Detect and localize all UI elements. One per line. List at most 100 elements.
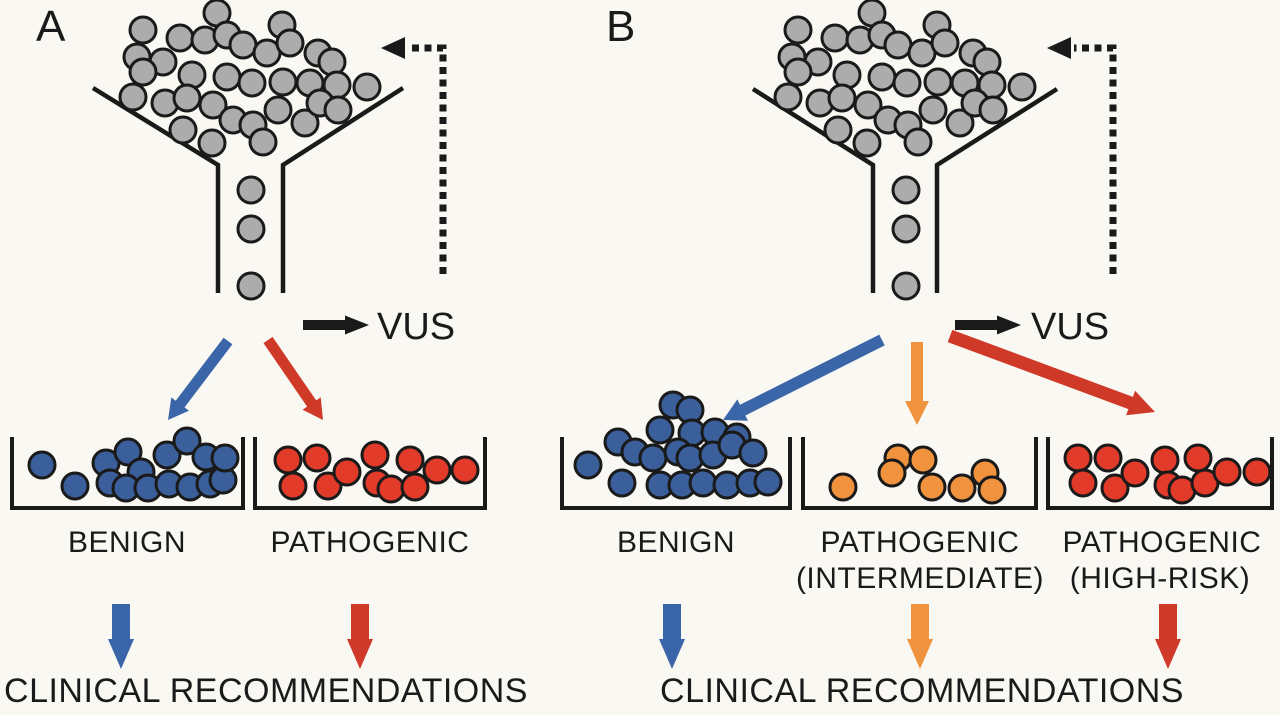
red-variant-dot bbox=[1183, 443, 1213, 473]
vus-variant-dot bbox=[248, 127, 278, 157]
bin-container bbox=[801, 437, 1038, 510]
vus-variant-dot bbox=[783, 57, 813, 87]
blue-variant-dot bbox=[210, 443, 240, 473]
blue-variant-dot bbox=[152, 440, 182, 470]
vus-variant-dot bbox=[923, 67, 953, 97]
clinical-recommendations-label: CLINICAL RECOMMENDATIONS bbox=[4, 672, 528, 710]
blue-classification-arrow-icon bbox=[168, 337, 233, 420]
pathogenic-highrisk-bin-label: PATHOGENIC bbox=[1063, 526, 1262, 559]
pathogenic-intermediate-bin-label: PATHOGENIC bbox=[821, 526, 1020, 559]
red-variant-dot bbox=[395, 445, 425, 475]
vus-variant-dot bbox=[773, 82, 803, 112]
blue-variant-dot bbox=[573, 450, 603, 480]
vus-variant-dot bbox=[783, 15, 813, 45]
vus-variant-dot bbox=[1007, 72, 1037, 102]
red-variant-dot bbox=[1212, 457, 1242, 487]
panel-b-shapes bbox=[560, 0, 1274, 669]
blue-variant-dot bbox=[60, 471, 90, 501]
vus-variant-dot bbox=[352, 72, 382, 102]
vus-variant-dot bbox=[891, 214, 921, 244]
blue-variant-dot bbox=[638, 443, 668, 473]
red-variant-dot bbox=[1093, 443, 1123, 473]
vus-variant-dot bbox=[978, 95, 1008, 125]
vus-variant-dot bbox=[228, 30, 258, 60]
orange-variant-dot bbox=[977, 475, 1007, 505]
vus-arrow-icon bbox=[955, 315, 1021, 335]
blue-variant-dot bbox=[738, 438, 768, 468]
blue-classification-arrow-icon bbox=[723, 334, 885, 421]
vus-variant-dot bbox=[290, 108, 320, 138]
vus-variant-dot bbox=[165, 23, 195, 53]
red-variant-dot bbox=[278, 471, 308, 501]
funnel-wall bbox=[934, 87, 1059, 293]
bin-container bbox=[1046, 437, 1274, 510]
vus-variant-dot bbox=[827, 83, 857, 113]
blue-variant-dot bbox=[27, 450, 57, 480]
vus-variant-dot bbox=[820, 23, 850, 53]
vus-variant-dot bbox=[945, 108, 975, 138]
vus-variant-dot bbox=[903, 127, 933, 157]
blue-variant-dot bbox=[607, 468, 637, 498]
vus-variant-dot bbox=[236, 214, 266, 244]
panel-a-label: A bbox=[36, 2, 66, 51]
vus-variant-dot bbox=[128, 57, 158, 87]
vus-variant-dot bbox=[237, 68, 267, 98]
vus-variant-dot bbox=[268, 67, 298, 97]
red-variant-dot bbox=[1100, 473, 1130, 503]
vus-variant-dot bbox=[323, 95, 353, 125]
vus-arrow-icon bbox=[303, 315, 369, 335]
orange-variant-dot bbox=[877, 458, 907, 488]
red-classification-arrow-icon bbox=[947, 329, 1155, 416]
red-variant-dot bbox=[400, 472, 430, 502]
bin-container bbox=[253, 437, 487, 510]
vus-variant-dot bbox=[891, 175, 921, 205]
blue-variant-dot bbox=[688, 468, 718, 498]
orange-variant-dot bbox=[908, 445, 938, 475]
orange-outcome-arrow-icon bbox=[907, 604, 933, 669]
blue-outcome-arrow-icon bbox=[659, 604, 685, 669]
orange-variant-dot bbox=[917, 472, 947, 502]
vus-variant-dot bbox=[823, 115, 853, 145]
vus-label: VUS bbox=[377, 306, 455, 348]
red-variant-dot bbox=[1242, 457, 1272, 487]
red-classification-arrow-icon bbox=[263, 336, 323, 420]
funnel-wall bbox=[280, 86, 405, 293]
orange-variant-dot bbox=[828, 472, 858, 502]
vus-variant-dot bbox=[172, 83, 202, 113]
vus-variant-dot bbox=[198, 90, 228, 120]
pathogenic-highrisk-bin-sublabel: (HIGH-RISK) bbox=[1070, 562, 1251, 595]
panel-b-label: B bbox=[606, 2, 635, 51]
vus-variant-dot bbox=[275, 28, 305, 58]
panel-b: B VUS BENIGN PATHOGENIC (INTERMEDIATE) P… bbox=[560, 0, 1274, 710]
vus-variant-dot bbox=[852, 128, 882, 158]
reassessment-dotted-line bbox=[1074, 44, 1117, 274]
vus-variant-dot bbox=[867, 62, 897, 92]
red-variant-dot bbox=[1063, 443, 1093, 473]
pathogenic-intermediate-bin-sublabel: (INTERMEDIATE) bbox=[796, 562, 1044, 595]
bin-container bbox=[10, 437, 245, 510]
funnel-wall bbox=[91, 86, 221, 293]
reassessment-dotted-line bbox=[407, 44, 447, 274]
vus-variant-dot bbox=[236, 175, 266, 205]
blue-variant-dot bbox=[172, 426, 202, 456]
orange-variant-dot bbox=[947, 473, 977, 503]
clinical-recommendations-label: CLINICAL RECOMMENDATIONS bbox=[660, 672, 1184, 710]
vus-variant-dot bbox=[236, 271, 266, 301]
red-variant-dot bbox=[360, 440, 390, 470]
orange-classification-arrow-icon bbox=[905, 342, 929, 425]
vus-variant-dot bbox=[128, 15, 158, 45]
vus-variant-dot bbox=[168, 115, 198, 145]
red-variant-dot bbox=[422, 455, 452, 485]
blue-variant-dot bbox=[645, 415, 675, 445]
red-variant-dot bbox=[313, 471, 343, 501]
red-variant-dot bbox=[1068, 468, 1098, 498]
red-variant-dot bbox=[302, 443, 332, 473]
blue-variant-dot bbox=[113, 437, 143, 467]
red-variant-dot bbox=[376, 474, 406, 504]
vus-variant-dot bbox=[212, 62, 242, 92]
vus-variant-dot bbox=[118, 82, 148, 112]
benign-bin-label: BENIGN bbox=[68, 526, 186, 559]
red-variant-dot bbox=[1150, 445, 1180, 475]
red-variant-dot bbox=[332, 457, 362, 487]
benign-bin-label: BENIGN bbox=[617, 526, 735, 559]
